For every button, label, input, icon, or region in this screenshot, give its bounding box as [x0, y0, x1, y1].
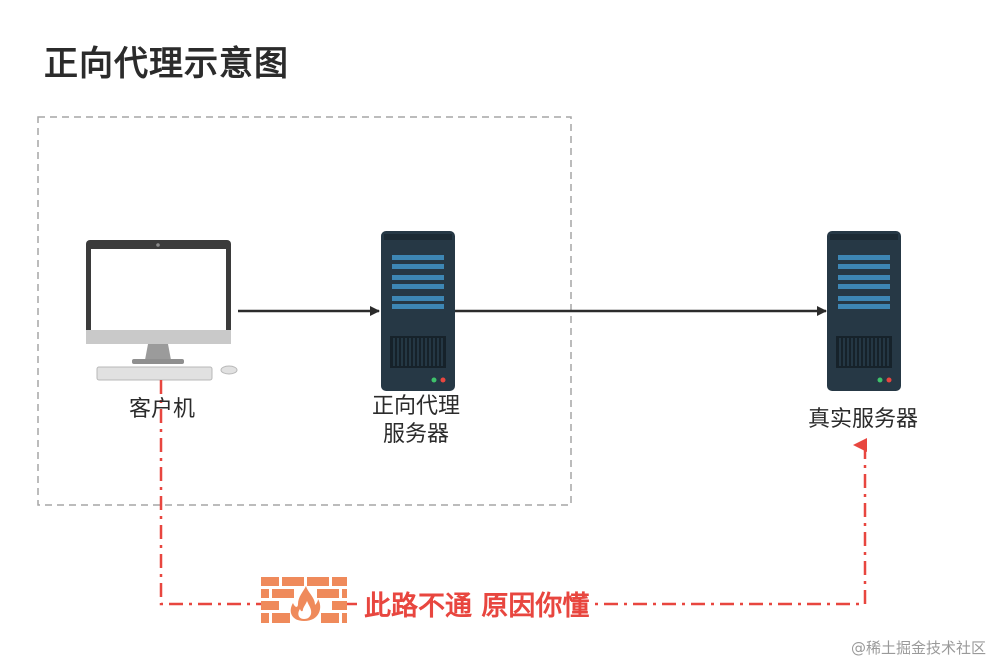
blocked-direct-path — [159, 380, 867, 606]
proxy-label-line2: 服务器 — [382, 422, 449, 447]
proxy-label-line1: 正向代理 — [371, 394, 460, 419]
real-server-icon — [827, 231, 901, 391]
desktop-computer-icon — [86, 240, 238, 381]
watermark: @稀土掘金技术社区 — [850, 639, 986, 657]
real-server-label: 真实服务器 — [807, 407, 918, 432]
proxy-server-icon — [381, 231, 455, 391]
blocked-path-label: 此路不通 原因你懂 — [362, 584, 592, 623]
diagram-title: 正向代理示意图 — [44, 44, 289, 84]
proxy-label: 正向代理 服务器 — [356, 393, 476, 449]
client-label: 客户机 — [128, 397, 195, 422]
firewall-icon — [261, 577, 347, 623]
